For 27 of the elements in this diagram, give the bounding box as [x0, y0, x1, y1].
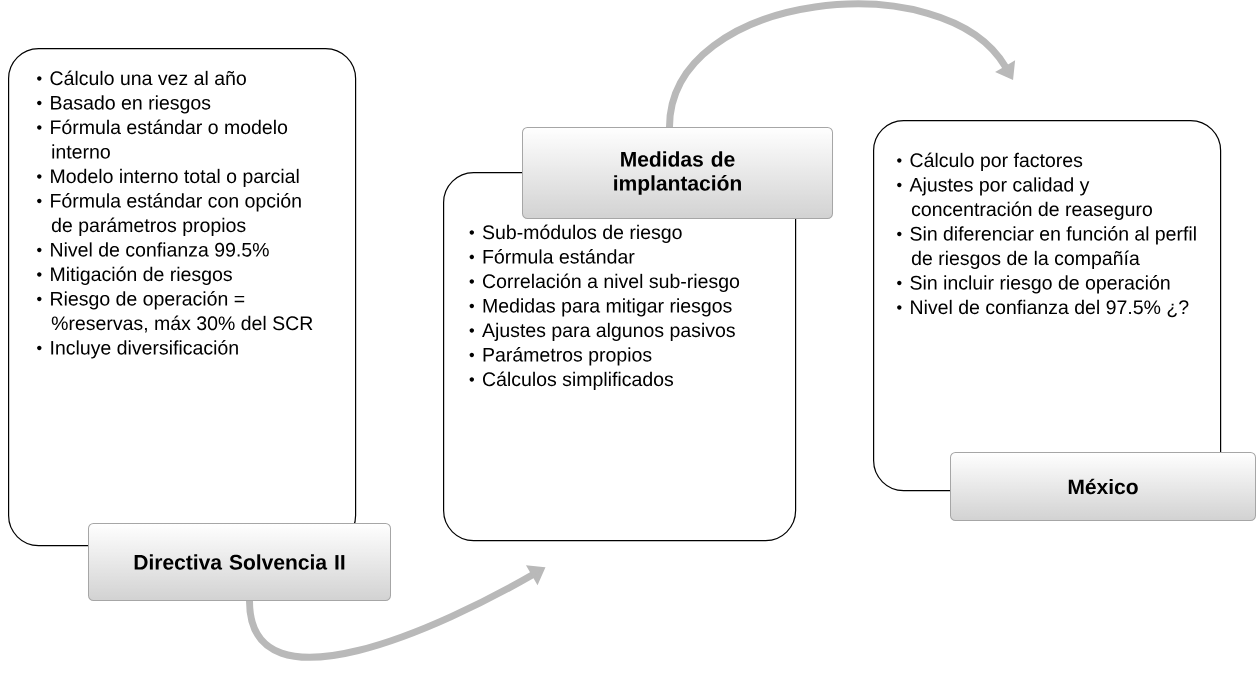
rounded-box: [8, 48, 357, 547]
list-item: Cálculo por factores: [910, 152, 1083, 171]
curved-arrow: [666, 0, 1016, 128]
list-item: Nivel de confianza 99.5%: [51, 242, 269, 257]
list-item: Medidas para mitigar riesgos: [483, 298, 732, 317]
list-item: Nivel de confianza del 97.5% ¿?: [911, 299, 1189, 318]
list-item: Sin diferenciar en función al perfil de riesgos de la compañía: [910, 226, 1196, 269]
list-item: Fórmula estándar con opción de parámetros propios: [51, 193, 301, 236]
list-item: Mitigación de riesgos: [51, 266, 232, 285]
list-item: Cálculos simplificados: [483, 371, 674, 390]
list-item: Parámetros propios: [483, 347, 652, 366]
list-item: Fórmula estándar: [483, 249, 635, 264]
list-item: Ajustes para algunos pasivos: [482, 322, 735, 341]
list-item: Riesgo de operación = %reservas, máx 30% del SCR: [51, 291, 313, 333]
rounded-box: [443, 172, 797, 542]
list-item: Basado en riesgos: [51, 95, 211, 114]
list-item: Fórmula estándar o modelo interno: [51, 119, 288, 159]
list-item: Cálculo una vez al año: [50, 70, 246, 86]
title-tab: Directiva Solvencia II: [88, 523, 391, 601]
title-tab: México: [950, 452, 1256, 521]
list-item: Correlación a nivel sub-riesgo: [483, 273, 740, 292]
list-item: Incluye diversificación: [51, 340, 238, 359]
title-tab: Medidas de implantación: [522, 127, 833, 219]
list-item: Sin incluir riesgo de operación: [910, 275, 1170, 294]
list-item: Modelo interno total o parcial: [51, 168, 299, 187]
list-item: Sub-módulos de riesgo: [482, 224, 682, 243]
list-item: Ajustes por calidad y concentración de reaseguro: [909, 177, 1152, 220]
